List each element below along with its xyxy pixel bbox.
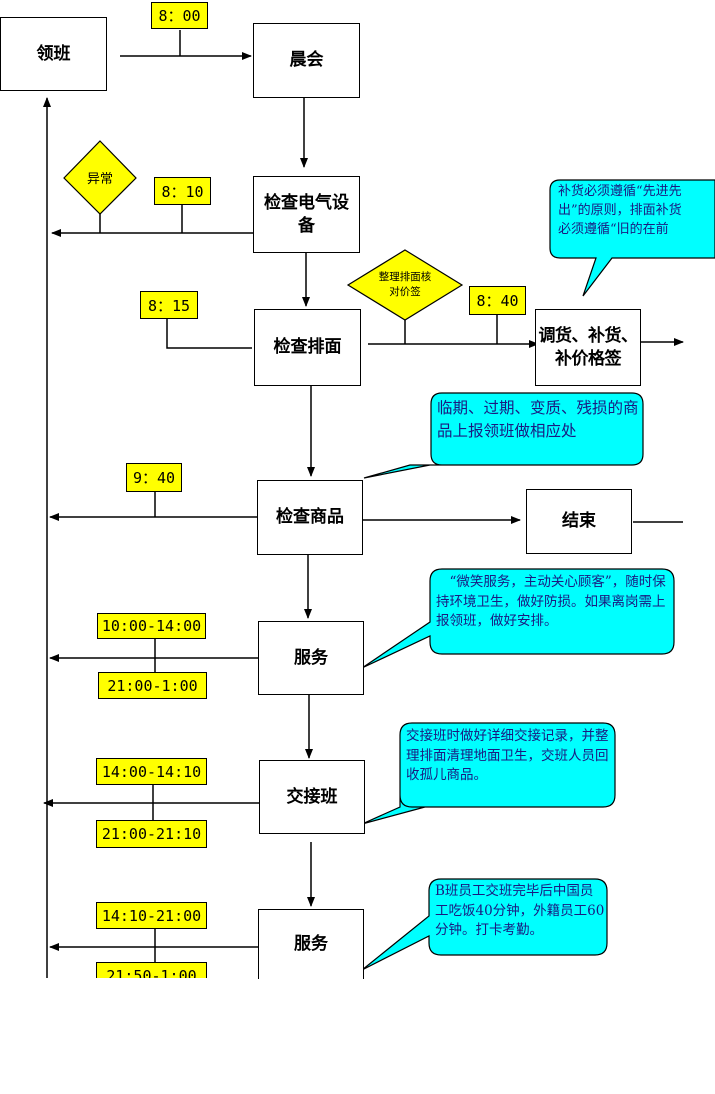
node-jieshu: 结束 [526, 489, 632, 554]
callout-bban-shape [361, 878, 608, 971]
node-jiancha-dianqi: 检查电气设备 [253, 176, 360, 253]
note-weixiao: “微笑服务，主动关心顾客”，随时保持环境卫生，做好防损。如果离岗需上报领班，做好… [436, 574, 666, 630]
node-fuwu-1: 服务 [258, 621, 364, 695]
callout-weixiao-shape [361, 568, 675, 669]
node-jiancha-paimian: 检查排面 [254, 309, 361, 386]
time-label-0815: 8：15 [140, 291, 198, 319]
time-label-0800: 8：00 [151, 2, 208, 29]
time-label-1410-2100: 14:10-21:00 [96, 902, 207, 929]
callout-jiaojie-shape [361, 722, 616, 825]
time-label-0840: 8：40 [469, 286, 526, 315]
note-bban: B班员工交班完毕后中国员工吃饭40分钟，外籍员工60分钟。打卡考勤。 [435, 883, 605, 939]
node-lingban: 领班 [0, 17, 107, 91]
time-label-1000-1400: 10:00-14:00 [97, 613, 206, 639]
decision-zhengli: 整理排面核对价签 [378, 270, 432, 298]
time-label-2100-0100: 21:00-1:00 [98, 672, 207, 699]
node-diaohuo: 调货、补货、补价格签 [535, 309, 641, 386]
node-fuwu-2: 服务 [258, 909, 364, 979]
note-linqi: 临期、过期、变质、残损的商品上报领班做相应处 [437, 399, 639, 441]
time-label-0940: 9：40 [126, 463, 182, 492]
time-label-0810: 8：10 [154, 177, 211, 205]
time-label-2100-2110: 21:00-21:10 [96, 820, 207, 848]
note-buhuo: 补货必须遵循“先进先出”的原则，排面补货必须遵循“旧的在前 [558, 184, 682, 237]
time-label-1400-1410: 14:00-14:10 [96, 758, 207, 785]
callout-buhuo-shape [549, 179, 715, 297]
callout-linqi-shape [363, 392, 644, 479]
node-jiancha-shangpin: 检查商品 [257, 480, 363, 555]
time-label-2150-0100: 21:50-1:00 [96, 962, 207, 978]
node-chenhui: 晨会 [253, 23, 360, 98]
note-jiaojie: 交接班时做好详细交接记录，并整理排面清理地面卫生，交班人员回收孤儿商品。 [406, 728, 609, 784]
decision-yichang: 异常 [86, 171, 113, 187]
node-jiaojieban: 交接班 [259, 760, 365, 834]
